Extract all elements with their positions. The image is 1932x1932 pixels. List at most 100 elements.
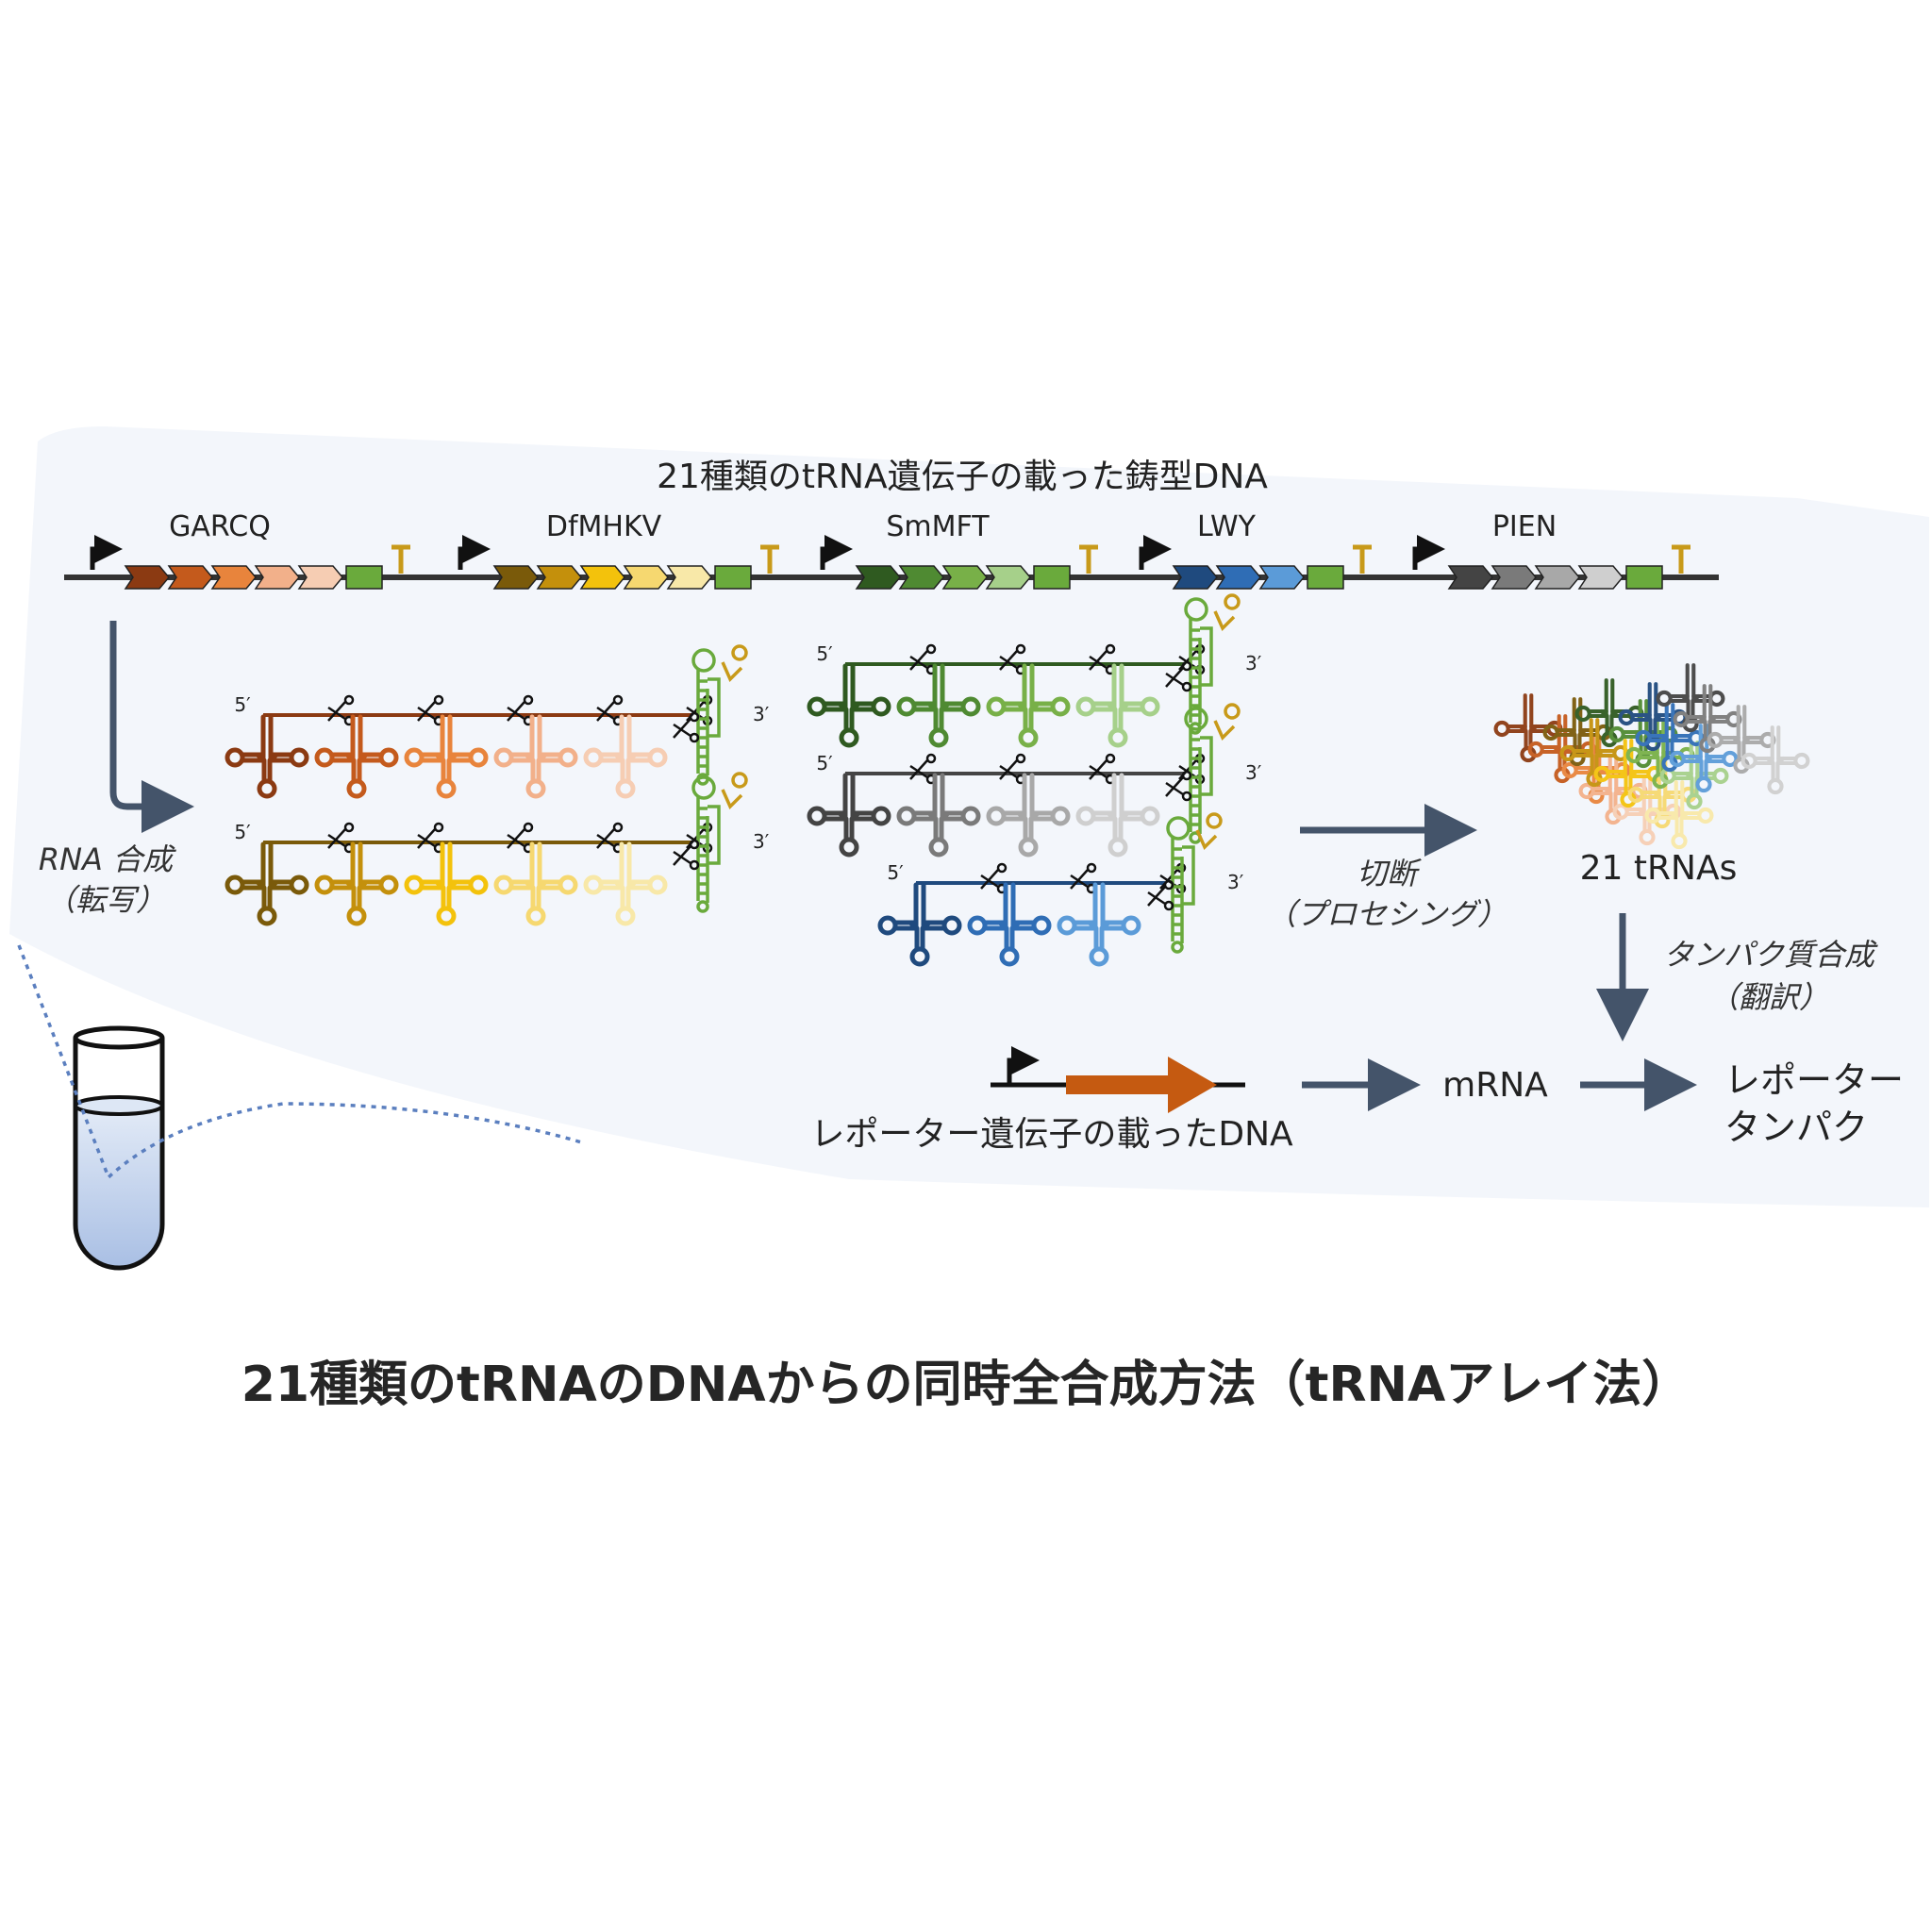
trna-gene [1172,565,1218,590]
trna-cloverleaf [1075,773,1160,858]
trna-cloverleaf [967,882,1052,967]
trna-count-label: 21 tRNAs [1580,849,1738,888]
figure-caption: 21種類のtRNAのDNAからの同時全合成方法（tRNAアレイ法） [241,1357,1691,1413]
trna-gene [1447,565,1493,590]
trna-gene [1534,565,1580,590]
three-prime-label: 3′ [1227,871,1244,893]
trna-cloverleaf [493,841,578,926]
trna-cloverleaf [1075,663,1160,748]
trna-cloverleaf [404,841,489,926]
operon-label: GARCQ [169,510,271,543]
trna-cloverleaf [583,841,668,926]
reporter-dna-label: レポーター遺伝子の載ったDNA [810,1115,1293,1154]
template-dna-title: 21種類のtRNA遺伝子の載った鋳型DNA [657,458,1268,496]
terminator-icon [1672,544,1690,574]
ribozyme-gene [1625,565,1663,590]
trna-gene [536,565,582,590]
transcription-arrow [109,621,194,833]
trna-gene [1491,565,1537,590]
three-prime-label: 3′ [753,703,770,725]
ribozyme-structure [691,644,748,786]
ribozyme-structure [1166,812,1223,954]
trna-gene [623,565,669,590]
promoter-arrow-icon [820,535,853,570]
trna-gene [254,565,300,590]
ribozyme-structure [691,772,748,913]
reporter-protein-label: レポーター [1724,1059,1904,1101]
trna-gene [985,565,1031,590]
trna-transcript-arrays: 5′ 3′ 5′ 3′ 5′ 3′ 5′ 3′ 5′ 3′ [225,593,1262,967]
reporter-protein-label-sub: タンパク [1724,1107,1868,1148]
trna-cloverleaf [986,773,1071,858]
scissors-icon [596,822,624,854]
test-tube [73,1025,165,1271]
scissors-icon [1147,879,1174,911]
operon-label: PIEN [1492,510,1557,543]
trna-gene [1577,565,1624,590]
trna-gene [855,565,901,590]
ribozyme-structure [1184,593,1241,735]
transcription-label: RNA 合成 [39,841,176,877]
three-prime-label: 3′ [1245,761,1262,784]
promoter-arrow-icon [90,535,123,570]
ribozyme-gene [714,565,752,590]
ribozyme-gene [1307,565,1344,590]
trna-cloverleaf [896,773,981,858]
scissors-icon [1070,862,1097,894]
trna-cloverleaf [225,841,309,926]
processed-trna-cluster [1493,663,1810,850]
trna-cloverleaf [314,714,399,799]
trna-gene [124,565,170,590]
trna-gene [579,565,625,590]
trna-cloverleaf [404,714,489,799]
trna-cloverleaf [986,663,1071,748]
trna-gene [210,565,257,590]
trna-gene [898,565,944,590]
trna-cloverleaf [1618,682,1688,752]
three-prime-label: 3′ [1245,652,1262,675]
five-prime-label: 5′ [234,693,251,716]
trna-gene [941,565,988,590]
scissors-icon [1165,660,1192,692]
terminator-icon [760,544,779,574]
five-prime-label: 5′ [816,752,833,774]
promoter-arrow-icon [1412,535,1445,570]
operon-label: DfMHKV [546,510,662,543]
trna-cloverleaf [583,714,668,799]
trna-cloverleaf [225,714,309,799]
scissors-icon [673,839,700,871]
trna-cloverleaf [1669,724,1739,793]
trna-cloverleaf [877,882,962,967]
three-prime-label: 3′ [753,830,770,853]
trna-gene [492,565,539,590]
transcription-label-sub: （転写） [45,882,166,918]
terminator-icon [1079,544,1098,574]
scissors-icon [327,694,355,726]
scissors-icon [673,711,700,743]
trna-cloverleaf [314,841,399,926]
trna-gene [666,565,712,590]
reporter-gene [1066,1057,1217,1113]
trna-cloverleaf [1740,725,1810,795]
trna-gene [297,565,343,590]
background-panel [9,426,1929,1208]
reporter-dna [991,1046,1245,1113]
promoter-arrow-icon [458,535,491,570]
zoom-dotted-line [17,944,586,1181]
five-prime-label: 5′ [234,821,251,843]
terminator-icon [1353,544,1372,574]
scissors-icon [999,753,1026,785]
terminator-icon [391,544,410,574]
ribozyme-gene [345,565,383,590]
trna-cloverleaf [807,773,891,858]
five-prime-label: 5′ [887,861,904,884]
translation-label: タンパク質合成 [1663,937,1878,973]
scissors-icon [1165,770,1192,802]
trna-gene [1215,565,1261,590]
five-prime-label: 5′ [816,642,833,665]
trna-gene [1258,565,1305,590]
trna-cloverleaf [896,663,981,748]
operon-label: LWY [1197,510,1257,543]
scissors-icon [909,753,937,785]
